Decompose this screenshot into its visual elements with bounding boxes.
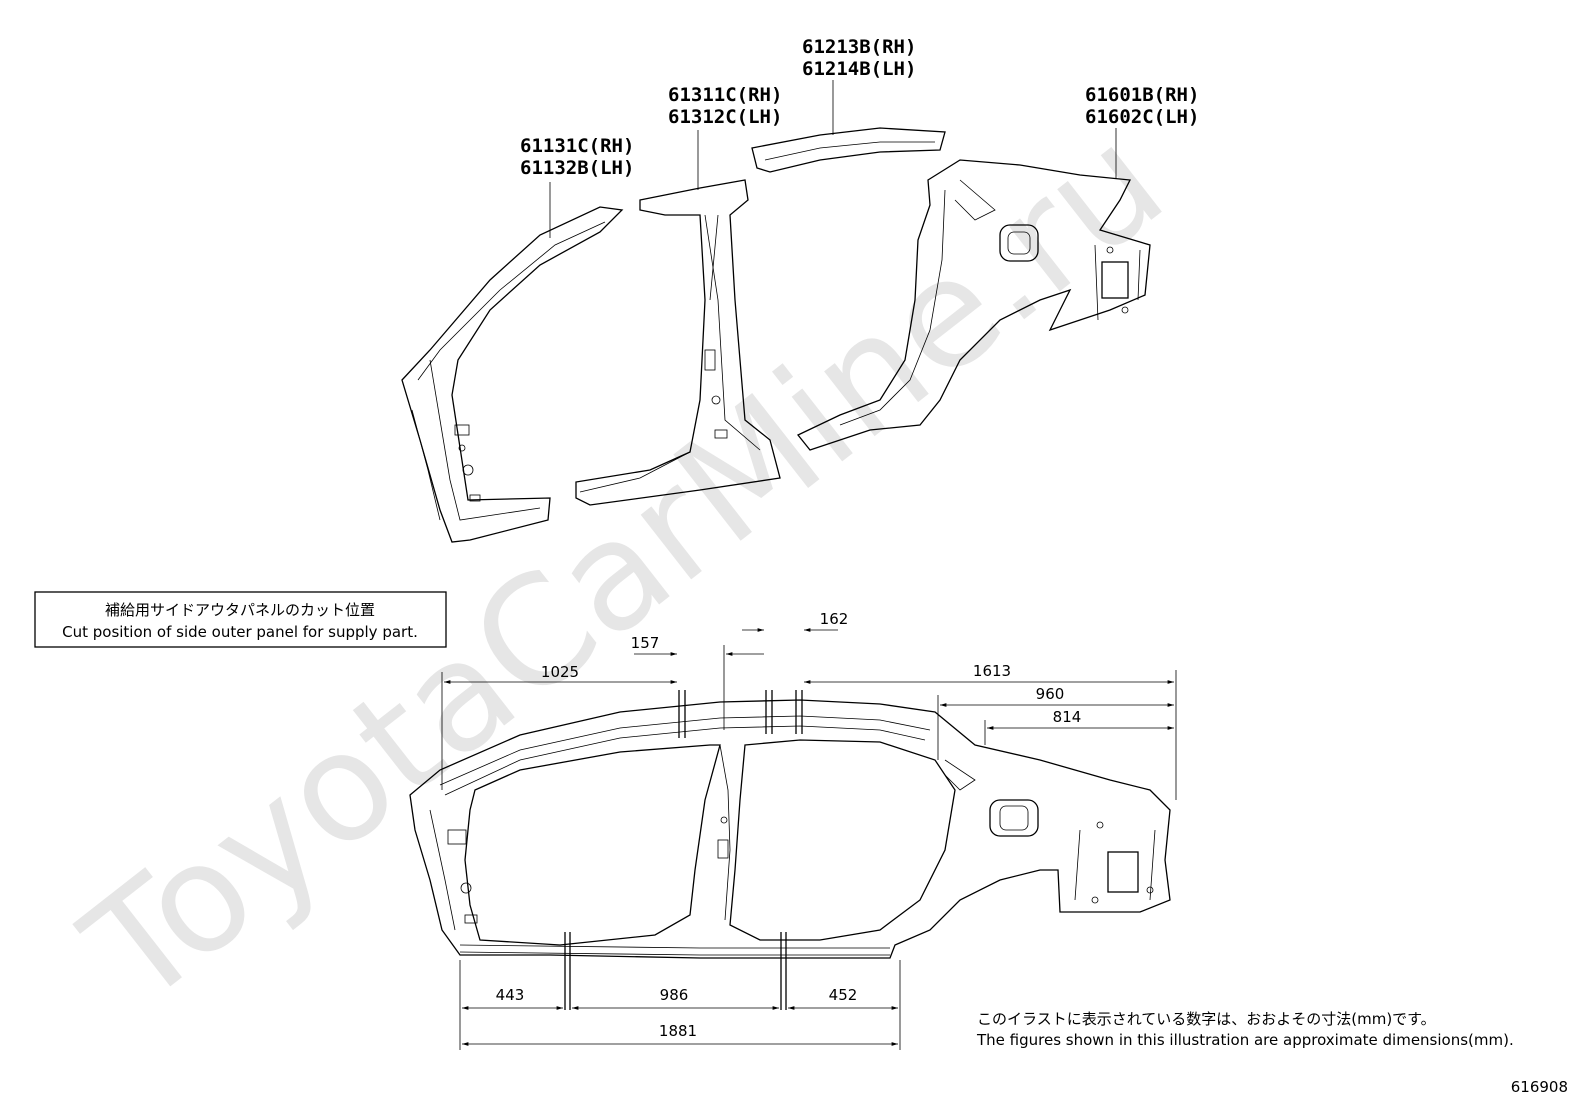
assembled-side-panel-drawing	[409, 699, 1171, 959]
dim-960: 960	[1036, 685, 1065, 703]
legend-text-jp: 補給用サイドアウタパネルのカット位置	[105, 601, 375, 619]
dimension-note-en: The figures shown in this illustration a…	[976, 1031, 1514, 1049]
quarter-panel-part	[796, 159, 1151, 451]
dim-814: 814	[1053, 708, 1082, 726]
part-label-center-pillar-lh: 61312C(LH)	[668, 106, 782, 128]
dim-1613: 1613	[973, 662, 1011, 680]
dim-1025: 1025	[541, 663, 579, 681]
figure-id: 616908	[1511, 1078, 1568, 1096]
exploded-side-panel-drawing: 61213B(RH) 61214B(LH) 61311C(RH) 61312C(…	[401, 36, 1199, 543]
part-label-center-pillar-rh: 61311C(RH)	[668, 84, 782, 106]
front-pillar-part	[401, 206, 624, 543]
part-label-quarter-panel-lh: 61602C(LH)	[1085, 106, 1199, 128]
dimension-lines	[444, 628, 1174, 1046]
dim-162: 162	[820, 610, 849, 628]
roof-rail-part	[751, 127, 946, 173]
legend-text-en: Cut position of side outer panel for sup…	[62, 623, 418, 641]
part-label-roof-rail-rh: 61213B(RH)	[802, 36, 916, 58]
dimension-note-jp: このイラストに表示されている数字は、おおよその寸法(mm)です。	[977, 1010, 1436, 1028]
cut-marks	[564, 690, 803, 1010]
dimension-values: 1025 157 162 1613 960 814 443 986 452 18…	[496, 610, 1082, 1040]
leader-lines	[549, 80, 1117, 238]
dim-157: 157	[631, 634, 660, 652]
part-label-front-pillar-rh: 61131C(RH)	[520, 135, 634, 157]
part-label-roof-rail-lh: 61214B(LH)	[802, 58, 916, 80]
dim-452: 452	[829, 986, 858, 1004]
extension-lines	[441, 645, 1177, 1050]
part-label-front-pillar-lh: 61132B(LH)	[520, 157, 634, 179]
dim-986: 986	[660, 986, 689, 1004]
center-pillar-part	[575, 179, 781, 506]
dim-443: 443	[496, 986, 525, 1004]
dim-1881: 1881	[659, 1022, 697, 1040]
part-label-quarter-panel-rh: 61601B(RH)	[1085, 84, 1199, 106]
cut-position-legend: 補給用サイドアウタパネルのカット位置 Cut position of side …	[34, 591, 447, 648]
watermark: ToyotaCarMine.ru	[54, 94, 1195, 1038]
